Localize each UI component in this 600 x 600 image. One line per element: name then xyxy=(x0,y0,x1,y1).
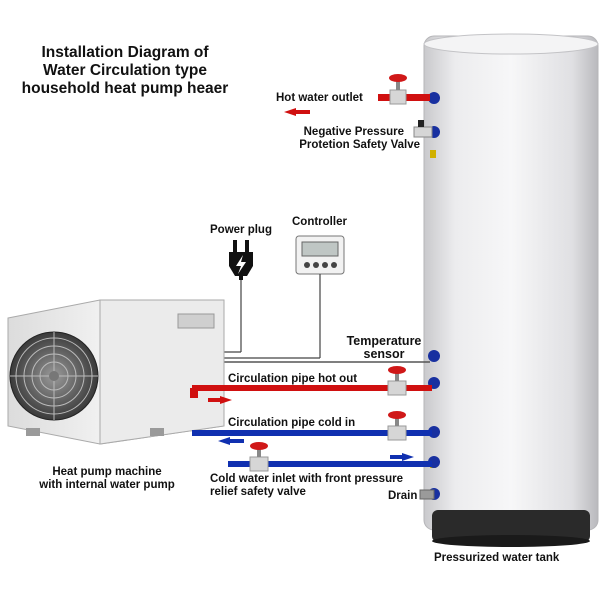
hot-water-outlet-label: Hot water outlet xyxy=(276,92,363,104)
water-tank-label: Pressurized water tank xyxy=(434,552,560,564)
hot-water-outlet-pipe xyxy=(284,74,430,116)
circulation-hot-pipe xyxy=(192,366,432,404)
water-tank xyxy=(423,33,599,547)
cold-water-inlet-pipe xyxy=(228,442,432,472)
temperature-sensor-label: Temperature sensor xyxy=(346,334,422,361)
circulation-cold-in-label: Circulation pipe cold in xyxy=(228,417,356,429)
circulation-hot-out-label: Circulation pipe hot out xyxy=(228,373,358,385)
heat-pump-unit xyxy=(7,299,225,445)
cold-water-inlet-label: Cold water inlet with front pressure rel… xyxy=(210,473,403,498)
controller-label: Controller xyxy=(292,216,347,228)
controller-icon xyxy=(214,235,345,359)
negative-pressure-label-2: Protetion Safety Valve xyxy=(299,139,420,151)
drain-label: Drain xyxy=(388,490,418,502)
diagram-title: Installation Diagram of Water Circulatio… xyxy=(21,44,229,97)
negative-pressure-label: Negative Pressure xyxy=(303,126,404,138)
fan-icon xyxy=(9,331,99,421)
negative-pressure-valve xyxy=(413,120,433,138)
power-plug-icon xyxy=(214,240,253,353)
power-plug-label: Power plug xyxy=(210,224,272,236)
circulation-cold-pipe xyxy=(192,411,432,445)
drain-valve xyxy=(419,489,435,500)
heat-pump-label: Heat pump machine with internal water pu… xyxy=(39,466,175,491)
